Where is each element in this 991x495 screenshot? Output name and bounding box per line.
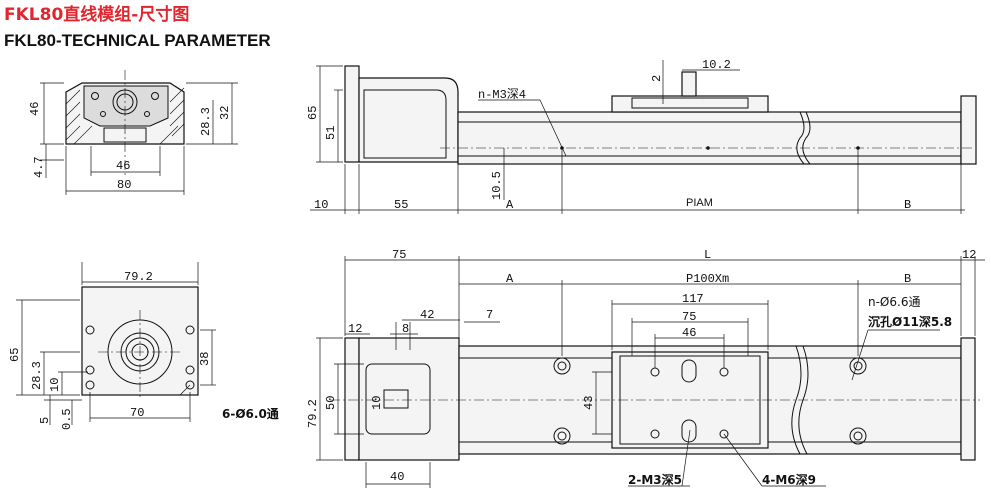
page-title-en: FKL80-TECHNICAL PARAMETER (4, 31, 271, 50)
sd-motor-block (358, 77, 459, 163)
tv-rail-hole-3 (849, 357, 867, 375)
top-view: 75 L 12 A P100Xm B 117 75 46 12 8 42 7 (306, 248, 985, 488)
ev-dim-0-5: 0.5 (60, 408, 74, 430)
tv-note-counterbore: 沉孔Ø11深5.8 (868, 314, 952, 329)
tv-rail-hole-2 (553, 427, 571, 445)
tv-dim-46: 46 (682, 326, 696, 340)
ev-hole-5 (85, 380, 95, 390)
ev-dim-79-2: 79.2 (124, 270, 153, 284)
page-title-cn: FKL80直线模组-尺寸图 (4, 5, 190, 25)
ev-dim-38: 38 (198, 352, 212, 366)
side-view: 2 10.2 n-M3深4 65 51 10.5 10 55 A PIAM B (306, 58, 977, 214)
sd-end-plate (344, 65, 360, 163)
sv-dim-4-7: 4.7 (32, 156, 46, 178)
sd-end-cap (960, 95, 977, 165)
tv-dim-40: 40 (390, 470, 404, 484)
tv-coupling (365, 363, 431, 435)
sd-dim-55: 55 (394, 198, 408, 212)
tv-dim-42: 42 (420, 308, 434, 322)
tv-shaft (383, 389, 409, 409)
tv-dim-7: 7 (486, 308, 493, 322)
section-hole-left (91, 92, 99, 100)
sd-dim-65: 65 (306, 106, 320, 120)
section-hatch (65, 87, 185, 145)
sd-motor-inner (363, 89, 447, 159)
sv-dim-32: 32 (218, 106, 232, 120)
sd-dim-2: 2 (650, 75, 664, 82)
sd-dim-B: B (904, 198, 911, 212)
sd-dim-10-2: 10.2 (702, 58, 731, 72)
section-carriage (83, 85, 169, 127)
sv-dim-80: 80 (117, 178, 131, 192)
section-hole-right (151, 92, 159, 100)
ev-dim-65: 65 (8, 348, 22, 362)
tv-end-cap (960, 337, 976, 461)
ev-hole-2 (185, 325, 195, 335)
tv-end-plate (344, 337, 360, 461)
ev-dim-5: 5 (38, 417, 52, 424)
tv-dim-75: 75 (392, 248, 406, 262)
sd-dim-10: 10 (314, 198, 328, 212)
section-view: 46 28.3 32 4.7 46 80 (28, 70, 238, 195)
sd-note-n-m3: n-M3深4 (478, 87, 526, 102)
ev-dim-10: 10 (48, 378, 62, 392)
sd-dim-51: 51 (324, 126, 338, 140)
tv-dim-12b: 12 (348, 322, 362, 336)
tv-m6-4 (719, 429, 729, 439)
tv-m3-slot-1 (681, 359, 697, 383)
tv-dim-43: 43 (582, 396, 596, 410)
tv-dim-117: 117 (682, 292, 704, 306)
tv-rail-hole-4 (849, 427, 867, 445)
sv-dim-46h: 46 (28, 102, 42, 116)
ev-hole-1 (85, 325, 95, 335)
tv-dim-50: 50 (324, 396, 338, 410)
sd-dim-piam: PIAM (686, 197, 713, 209)
tv-dim-L: L (704, 248, 711, 262)
sd-pin (681, 71, 697, 97)
sd-carriage-top (631, 97, 749, 109)
tv-dim-75b: 75 (682, 310, 696, 324)
tv-dim-79-2: 79.2 (306, 399, 320, 428)
tv-motor-block (358, 337, 460, 461)
ev-hole-4 (185, 365, 195, 375)
tv-dim-12: 12 (962, 248, 976, 262)
sd-dim-10-5: 10.5 (490, 171, 504, 200)
sd-dim-A: A (506, 198, 514, 212)
tv-dim-p100xm: P100Xm (686, 272, 729, 286)
tv-m6-3 (650, 429, 660, 439)
tv-note-n-hole: n-Ø6.6通 (868, 295, 920, 309)
ev-hole-6 (185, 380, 195, 390)
section-hole-bl (100, 111, 106, 117)
tv-m3-slot-2 (681, 419, 697, 443)
ev-dim-70: 70 (130, 406, 144, 420)
tv-rail-hole-1 (553, 357, 571, 375)
ev-note-holes: 6-Ø6.0通 (222, 406, 279, 421)
end-view: 79.2 65 28.3 10 5 0.5 70 38 6-Ø6.0通 (8, 262, 279, 430)
sv-dim-28-3: 28.3 (199, 107, 213, 136)
tv-note-m6: 4-M6深9 (762, 472, 816, 487)
ev-dim-28-3: 28.3 (30, 361, 44, 390)
tv-dim-8: 8 (402, 322, 409, 336)
section-hole-br (144, 111, 150, 117)
sv-dim-46w: 46 (116, 159, 130, 173)
ev-hole-3 (85, 365, 95, 375)
tv-dim-A: A (506, 272, 514, 286)
tv-dim-B: B (904, 272, 911, 286)
tv-dim-10: 10 (370, 396, 384, 410)
tv-note-m3: 2-M3深5 (628, 472, 682, 487)
